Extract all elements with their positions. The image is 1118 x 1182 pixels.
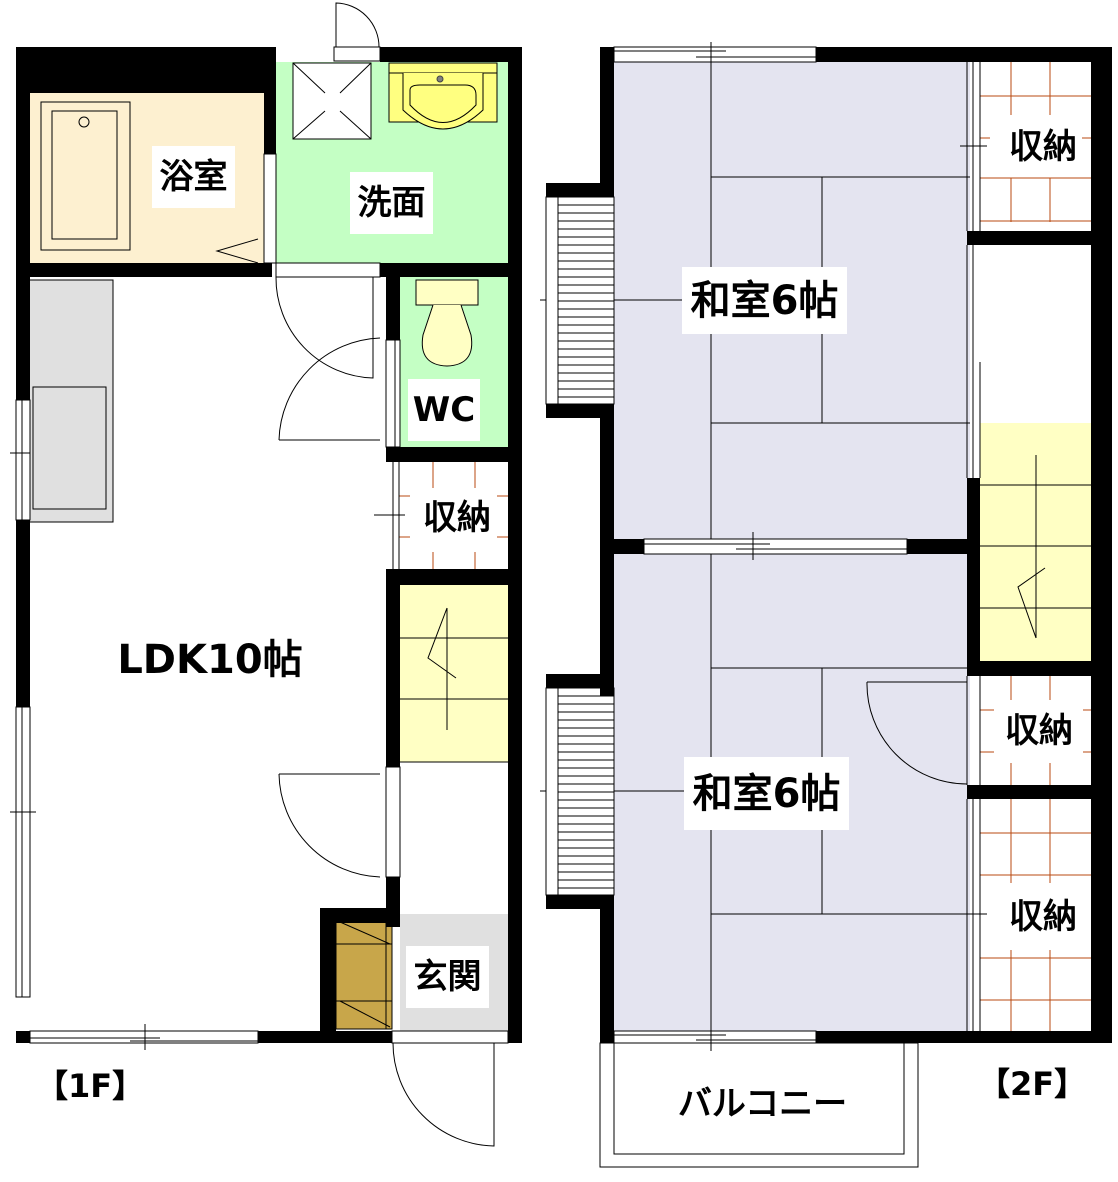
room-label-washitsu-south: 和室6帖 <box>684 757 849 830</box>
walls-2f <box>546 47 1112 1043</box>
floor-2f <box>540 42 1112 1168</box>
room-label-storage-north: 収納 <box>1009 127 1077 167</box>
stairs-1f <box>400 585 508 762</box>
toilet-tank <box>415 279 479 306</box>
room-label-washitsu-north: 和室6帖 <box>682 267 847 334</box>
storage-grid-1f <box>399 462 508 569</box>
room-label-washroom: 洗面 <box>350 172 433 234</box>
room-label-storage-middle: 収納 <box>1005 711 1073 751</box>
room-label-storage-1f: 収納 <box>423 498 491 538</box>
room-label-bath: 浴室 <box>152 146 235 208</box>
floor-label-1f: 【1F】 <box>35 1067 145 1105</box>
room-label-storage-south: 収納 <box>1009 897 1077 937</box>
bathtub <box>40 101 131 251</box>
room-label-entrance: 玄関 <box>406 946 489 1008</box>
room-label-balcony: バルコニー <box>677 1084 848 1124</box>
room-label-wc: WC <box>408 379 480 441</box>
kitchen-sink <box>32 386 107 510</box>
floor-label-2f: 【2F】 <box>977 1065 1087 1103</box>
room-label-ldk: LDK10帖 <box>117 637 303 683</box>
storage-grid-2f <box>980 62 1091 1031</box>
